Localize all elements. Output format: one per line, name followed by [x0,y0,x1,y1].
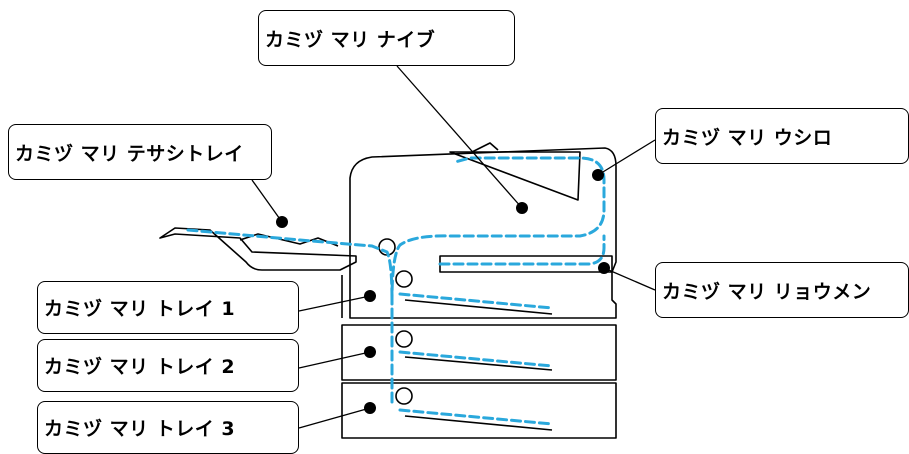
callout-rear-label: カミヅ マリ ウシロ [662,126,833,149]
callout-rear-jam: カミヅ マリ ウシロ [655,108,909,164]
tray3-unit [341,382,617,439]
marker-internal [516,202,528,214]
callout-tray2-jam: カミヅ マリ トレイ 2 [37,339,299,392]
manual-feed-tray [159,227,357,271]
paper-path-manual [186,228,394,302]
callout-tray3-label: カミヅ マリ トレイ 3 [44,418,236,440]
callout-tray1-label: カミヅ マリ トレイ 1 [44,298,236,320]
output-stopper [471,142,499,153]
callout-duplex-label: カミヅ マリ リョウメン [662,280,872,303]
tray3-paper [404,415,553,431]
leader-tray3 [298,407,371,429]
roller-tray1 [395,270,413,288]
printer-body [349,147,617,319]
marker-duplex [598,262,610,274]
marker-rear [592,169,604,181]
callout-tray3-jam: カミヅ マリ トレイ 3 [37,401,299,454]
callout-duplex-jam: カミヅ マリ リョウメン [655,262,909,318]
marker-tray2 [364,346,376,358]
callout-internal-label: カミヅ マリ ナイブ [265,28,436,51]
callout-manual-tray-jam: カミヅ マリ テサシトレイ [8,124,272,180]
paper-path-duplex [438,234,606,266]
leader-duplex [603,267,656,291]
paper-path-tray3 [398,408,554,426]
tray2-paper [404,356,553,371]
marker-manual [276,216,288,228]
callout-tray2-label: カミヅ マリ トレイ 2 [44,356,236,378]
paper-path-tray2 [398,350,554,368]
leader-manual [251,179,283,223]
marker-tray1 [364,290,376,302]
marker-tray3 [364,402,376,414]
callout-manual-tray-label: カミヅ マリ テサシトレイ [15,142,244,165]
callout-internal-jam: カミヅ マリ ナイブ [258,10,515,66]
leader-tray1 [298,295,371,312]
roller-tray2 [395,330,413,348]
callout-tray1-jam: カミヅ マリ トレイ 1 [37,281,299,334]
leader-rear [597,139,656,176]
output-cover [449,151,581,201]
paper-path-main [390,156,606,404]
paper-path-tray1 [398,292,554,310]
tray2-unit [341,324,617,381]
tray1-paper [404,299,553,315]
leader-internal [396,65,523,209]
roller-tray3 [395,387,413,405]
leader-tray2 [298,351,371,369]
